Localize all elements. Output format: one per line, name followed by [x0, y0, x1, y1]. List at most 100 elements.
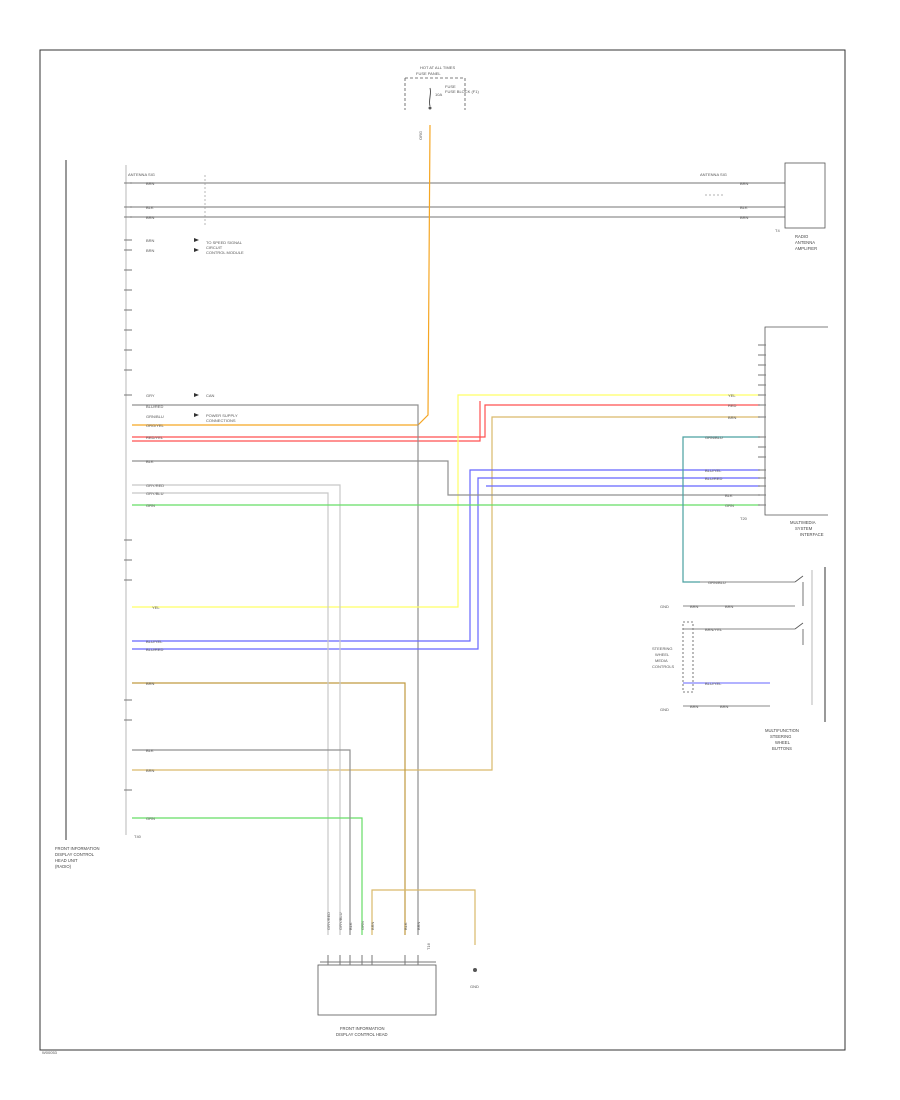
bottom-connector: T16 — [426, 942, 431, 950]
bottom-pin-7: BRN — [416, 921, 421, 930]
switch-pin-7: BRN — [720, 704, 729, 709]
wire-tan-bottom — [132, 682, 406, 935]
wire-yellow — [132, 394, 760, 608]
arrow-icon — [194, 238, 199, 242]
fuse-panel-title-2: FUSE PANEL — [416, 71, 441, 76]
splice-annotations: TO SPEED SIGNAL CIRCUIT CONTROL MODULE C… — [194, 175, 725, 423]
left-label-3: BRN — [146, 215, 155, 220]
wire-gray-long — [132, 404, 419, 935]
top-right-connector: T4 — [775, 228, 780, 233]
fuse-icon — [428, 87, 432, 107]
fuse-panel: HOT AT ALL TIMES FUSE PANEL FUSE FUSE BL… — [404, 65, 479, 140]
left-module-name-3: HEAD UNIT — [55, 858, 78, 863]
switch-pin-2: BRN — [690, 604, 699, 609]
right-pin-6: BLU/RED — [705, 476, 722, 481]
switch-module: GRN/BLU BRN BRN BRN/YEL BLU/YEL BRN BRN … — [652, 567, 826, 751]
bottom-name-2: DISPLAY CONTROL HEAD — [336, 1032, 388, 1037]
right-pin-4: GRN/BLU — [705, 435, 723, 440]
switch-name-3: WHEEL — [775, 740, 791, 745]
bottom-pin-ticks — [327, 955, 419, 965]
right-module-connector: T20 — [740, 516, 748, 521]
top-right-pin-1: BRN — [740, 181, 749, 186]
wire-orange-power — [132, 124, 431, 426]
right-module-name-2: SYSTEM — [795, 526, 813, 531]
fuse-wire-label: ORG — [418, 131, 423, 140]
wire-tan-ground — [371, 889, 476, 945]
fuse-location: FUSE BLOCK (F1) — [445, 89, 479, 94]
switch-pin-4: BRN/YEL — [705, 627, 723, 632]
power-label-1: POWER SUPPLY — [206, 413, 238, 418]
wire-red-2 — [132, 401, 481, 442]
right-pin-ticks — [758, 344, 766, 506]
left-signal-7: BRN — [146, 681, 155, 686]
switch-name-1: MULTIFUNCTION — [765, 728, 799, 733]
right-pin-8: GRN — [725, 503, 734, 508]
wire-lightgray-1 — [132, 484, 341, 935]
left-signal-2: GRY/BLU — [146, 491, 164, 496]
top-right-pin-3: BRN — [740, 215, 749, 220]
right-pin-1: YEL — [728, 393, 736, 398]
left-pin-ticks — [124, 182, 132, 791]
can-label: CAN — [206, 393, 215, 398]
bottom-pin-1: GRY/RED — [326, 912, 331, 930]
switch-name-4: BUTTONS — [772, 746, 792, 751]
wires — [130, 124, 785, 945]
left-label-antenna: ANTENNA SIG — [128, 172, 155, 177]
top-right-antenna-label: ANTENNA SIG — [700, 172, 727, 177]
wire-blue-1 — [132, 469, 760, 642]
switch-icon — [794, 622, 804, 645]
right-pin-5: BLU/YEL — [705, 468, 722, 473]
diagram-frame — [39, 49, 846, 1051]
speed-signal-2: CIRCUIT — [206, 245, 223, 250]
left-signal-4: YEL — [152, 605, 160, 610]
bottom-pin-4: GRN — [360, 921, 365, 930]
wire-gray-mid — [132, 460, 760, 496]
fuse-panel-outline — [404, 77, 466, 110]
left-signal-10: GRN — [146, 816, 155, 821]
bottom-pin-6: BLK — [403, 922, 408, 930]
wire-teal — [682, 436, 760, 583]
bottom-module-box — [317, 964, 437, 1016]
wire-tan — [132, 416, 760, 771]
switch-pin-6: BRN — [690, 704, 699, 709]
bottom-pin-3: BLK — [348, 922, 353, 930]
fuse-panel-title-1: HOT AT ALL TIMES — [420, 65, 455, 70]
left-module-name-4: (RADIO) — [55, 864, 72, 869]
left-power-6: BLK — [146, 459, 154, 464]
left-label-2: BLK — [146, 205, 154, 210]
right-pin-2: RED — [728, 403, 737, 408]
top-right-pin-2: BLK — [740, 205, 748, 210]
switch-gnd-lower: GND — [660, 707, 669, 712]
wire-green-2 — [132, 817, 363, 935]
switch-controls-box — [682, 621, 694, 693]
switch-pin-3: BRN — [725, 604, 734, 609]
left-signal-5: BLU/YEL — [146, 639, 163, 644]
right-module-name-1: MULTIMEDIA — [790, 520, 816, 525]
arrow-icon — [194, 393, 199, 397]
left-signal-1: GRY/RED — [146, 483, 164, 488]
power-label-2: CONNECTIONS — [206, 418, 236, 423]
right-module-box — [764, 326, 828, 516]
bottom-gnd: GND — [470, 984, 479, 989]
top-right-module-box — [784, 162, 826, 229]
left-module-name-2: DISPLAY CONTROL — [55, 852, 95, 857]
left-signal-9: BRN — [146, 768, 155, 773]
bottom-pin-5: BRN — [370, 921, 375, 930]
speed-signal-3: CONTROL MODULE — [206, 250, 244, 255]
switch-icon — [794, 575, 804, 606]
fuse-rating: 10A — [435, 92, 442, 97]
switch-pin-1: GRN/BLU — [708, 580, 726, 585]
left-module-connector: T40 — [134, 834, 142, 839]
switch-gnd-upper: GND — [660, 604, 669, 609]
left-label-4: BRN — [146, 238, 155, 243]
left-signal-6: BLU/RED — [146, 647, 163, 652]
left-power-4: ORG/YEL — [146, 423, 165, 428]
switch-name-2: STEERING — [770, 734, 791, 739]
switch-inner-4: CONTROLS — [652, 664, 675, 669]
arrow-icon — [194, 248, 199, 252]
bottom-pin-2: GRY/BLU — [338, 912, 343, 930]
switch-inner-3: MEDIA — [655, 658, 668, 663]
fuse-terminal-icon — [428, 106, 432, 110]
speed-signal-1: TO SPEED SIGNAL — [206, 240, 243, 245]
